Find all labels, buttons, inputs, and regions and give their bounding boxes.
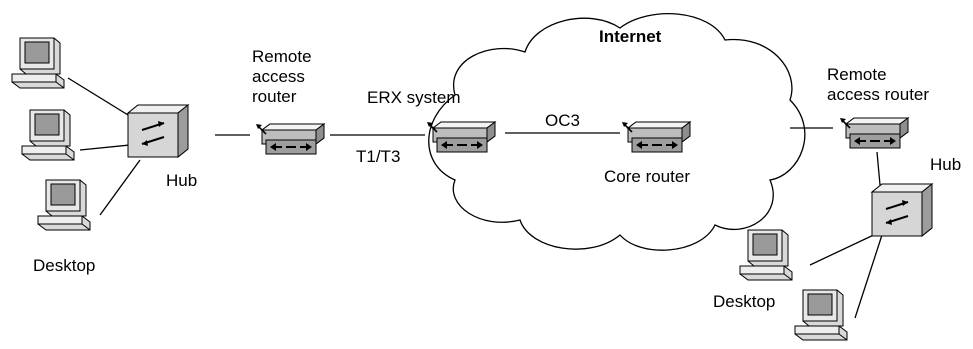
hub-left-label: Hub: [166, 171, 197, 190]
link-desktop3-hub: [99, 159, 141, 216]
hub-right-label: Hub: [930, 155, 961, 174]
hub-icon: [127, 104, 189, 158]
desktop-left-label: Desktop: [33, 256, 95, 275]
internet-cloud: [428, 12, 806, 251]
desktop-right-label: Desktop: [713, 292, 775, 311]
t1t3-label: T1/T3: [356, 147, 400, 166]
erx-system-label: ERX system: [367, 88, 461, 107]
router-icon: [839, 117, 909, 149]
desktop-computer-icon: [21, 109, 75, 161]
link-desktop1-hub: [67, 77, 129, 116]
router-icon: [426, 121, 496, 153]
router-icon: [621, 121, 691, 153]
link-router-hub-right: [876, 151, 881, 186]
desktop-computer-icon: [739, 229, 793, 281]
desktop-computer-icon: [794, 289, 848, 341]
desktop-computer-icon: [37, 179, 91, 231]
internet-label: Internet: [599, 27, 662, 46]
remote-router-right-label: access router: [827, 85, 929, 104]
remote-router-left-label: Remote: [252, 47, 312, 66]
core-router-label: Core router: [604, 167, 690, 186]
link-hub-desktop-right2: [854, 234, 883, 319]
remote-router-left-label: access: [252, 67, 305, 86]
remote-router-left-label: router: [252, 87, 297, 106]
hub-icon: [871, 183, 933, 237]
link-desktop2-hub: [79, 144, 131, 151]
oc3-label: OC3: [545, 111, 580, 130]
desktop-computer-icon: [11, 37, 65, 89]
remote-router-right-label: Remote: [827, 65, 887, 84]
router-icon: [255, 123, 325, 155]
link-hub-desktop-right1: [809, 231, 881, 266]
